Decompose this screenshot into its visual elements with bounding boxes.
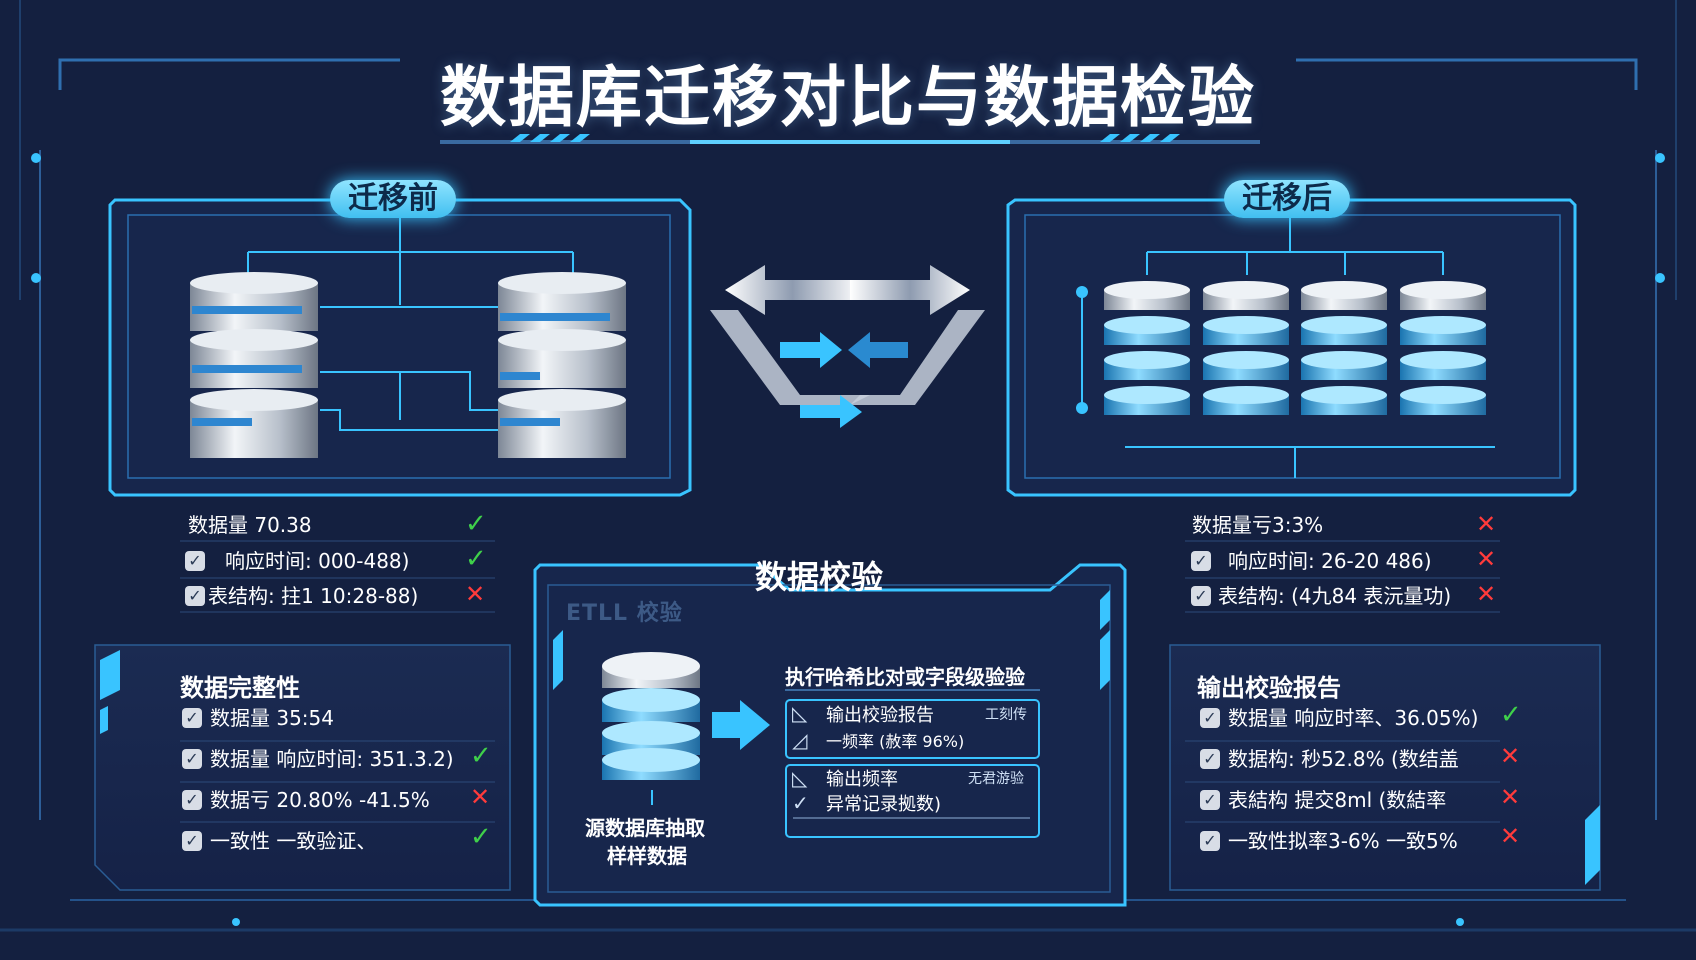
cross-fail-icon: ✕ [1476,545,1497,573]
report-item: 一致性拟率3-6% 一致5% [1228,829,1458,853]
report-item: 表結构 提交8ml (数結率 [1228,788,1447,812]
report-item: 数据量 响应时率、36.05%) [1228,706,1479,730]
before-metric-row: 数据量 70.38 [188,509,312,541]
source-label-line2: 样样数据 [607,844,687,868]
cross-fail-icon: ✕ [1500,822,1521,850]
cross-fail-icon: ✕ [1500,742,1521,770]
checkbox-icon[interactable]: ✓ [185,551,205,571]
cross-fail-icon: ✕ [1500,783,1521,811]
checkbox-icon[interactable]: ✓ [1200,708,1220,728]
etl-label: ETLL 校验 [566,601,683,626]
check-ok-icon: ✓ [470,741,492,771]
after-metric-text: 表结构: (4九84 表沅量功) [1218,584,1452,608]
integrity-item: 一致性 一致验证、 [210,829,377,853]
after-metric-row: 响应时间: 26-20 486) [1228,545,1432,577]
after-metric-row: 表结构: (4九84 表沅量功) [1218,580,1451,612]
after-metric-text: 数据量亏3:3% [1192,513,1324,537]
checkbox-icon[interactable]: ✓ [185,586,205,606]
integrity-item: 数据量 响应时间: 351.3.2) [210,747,454,771]
after-metric-row: 数据量亏3:3% [1192,509,1323,541]
legacy-db-icon [498,272,626,458]
check-ok-icon: ✓ [1500,700,1522,730]
checkbox-icon[interactable]: ✓ [1191,551,1211,571]
before-metric-row: 响应时间: 000-488) [225,545,409,577]
after-metric-text: 响应时间: 26-20 486) [1228,549,1432,573]
cross-fail-icon: ✕ [465,580,486,608]
checkbox-icon[interactable]: ✓ [1191,586,1211,606]
checkbox-icon[interactable]: ✓ [1200,749,1220,769]
etl-db-icon [602,652,700,780]
validation-title: 数据校验 [755,558,884,596]
before-metric-row: 表结构: 拄1 10:28-88) [208,580,418,612]
cross-fail-icon: ✕ [470,783,491,811]
report-title: 输出校验报告 [1197,674,1341,702]
target-db-cluster-icon [1104,281,1486,415]
frequency-line1: 输出频率 [826,769,898,790]
integrity-item: 数据亏 20.80% -41.5% [210,788,430,812]
doc-icon: ◺ [792,766,808,790]
integrity-title: 数据完整性 [180,674,300,702]
check-ok-icon: ✓ [465,544,487,574]
frequency-line2: 异常记录拠数) [826,794,942,815]
exec-title: 执行哈希比对或字段级验验 [785,665,1025,689]
report-line1-right: 工刻传 [985,707,1027,723]
checkbox-icon[interactable]: ✓ [182,790,202,810]
migration-arrows-icon [710,265,985,428]
report-line2: 一频率 (赦率 96%) [826,732,965,751]
cross-fail-icon: ✕ [1476,580,1497,608]
after-migration-tag: 迁移后 [1224,180,1350,218]
report-line1: 输出校验报告 [826,705,934,726]
source-label-line1: 源数据库抽取 [585,816,705,840]
checkbox-icon[interactable]: ✓ [1200,831,1220,851]
arrow-right-icon [712,700,770,750]
before-metric-text: 表结构: 拄1 10:28-88) [208,584,419,608]
page-title: 数据库迁移对比与数据检验 [440,59,1256,136]
checkbox-icon[interactable]: ✓ [1200,790,1220,810]
before-metric-text: 数据量 70.38 [188,513,312,537]
checkbox-icon[interactable]: ✓ [182,708,202,728]
cross-fail-icon: ✕ [1476,510,1497,538]
before-migration-tag: 迁移前 [330,180,456,218]
source-db-icon [190,272,318,458]
check-icon: ✓ [792,791,809,815]
check-ok-icon: ✓ [465,509,487,539]
edit-icon: ◿ [792,728,808,752]
check-ok-icon: ✓ [470,822,492,852]
doc-icon: ◺ [792,701,808,725]
frequency-line1-right: 无君游验 [968,771,1024,787]
report-item: 数据构: 秒52.8% (数结盖 [1228,747,1459,771]
integrity-item: 数据量 35:54 [210,706,334,730]
checkbox-icon[interactable]: ✓ [182,749,202,769]
before-metric-text: 响应时间: 000-488) [225,549,410,573]
checkbox-icon[interactable]: ✓ [182,831,202,851]
